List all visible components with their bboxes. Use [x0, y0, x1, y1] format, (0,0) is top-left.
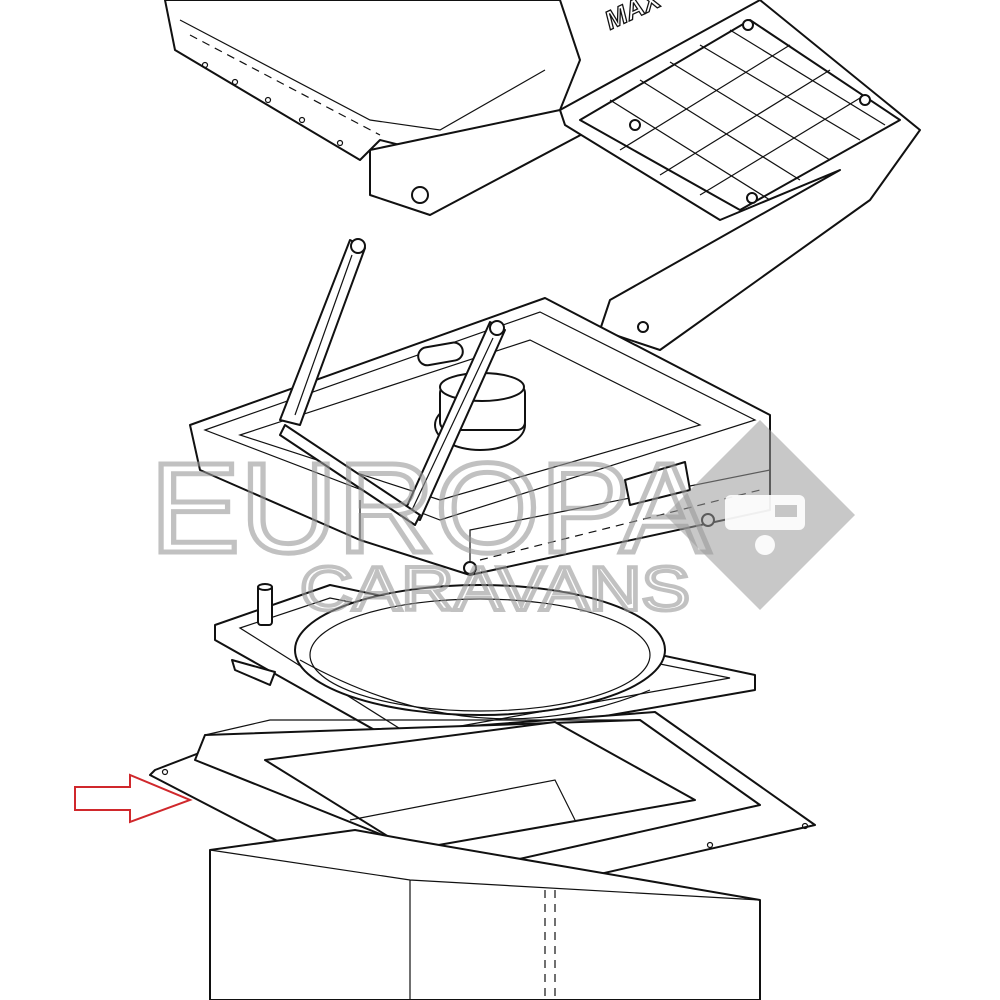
lid-dome: MAX: [164, 0, 667, 216]
screw-holes: [201, 61, 344, 147]
lid-brand-text: MAX: [600, 0, 667, 35]
vent-cover-grille: [559, 0, 921, 351]
watermark-line2: CARAVANS: [300, 555, 690, 624]
watermark-line1: EUROPA: [150, 437, 711, 580]
mounting-flange: [149, 711, 816, 916]
fan-ring-plate: [214, 583, 756, 751]
red-pointer-arrow: [74, 773, 193, 824]
watermark: EUROPA CARAVANS: [148, 420, 855, 626]
roof-opening-box: [209, 829, 761, 1000]
lift-arms: [279, 238, 506, 526]
caravan-diamond-icon: [665, 420, 855, 610]
